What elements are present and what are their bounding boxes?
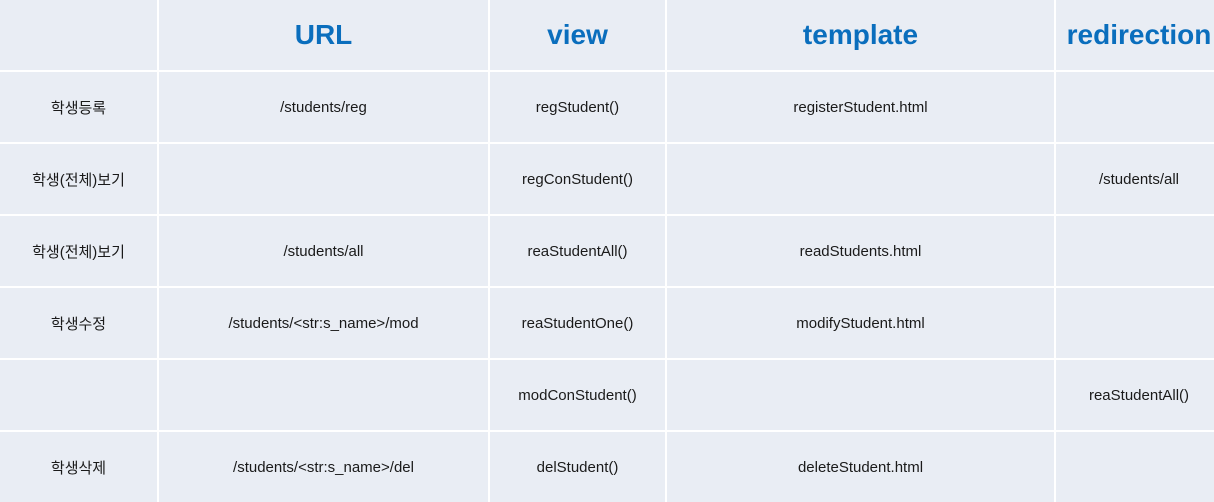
- row-view: regStudent(): [490, 72, 665, 142]
- row-label: [0, 360, 157, 430]
- row-view: reaStudentAll(): [490, 216, 665, 286]
- row-redirection: /students/all: [1056, 144, 1214, 214]
- row-label: 학생삭제: [0, 432, 157, 502]
- row-label: 학생(전체)보기: [0, 144, 157, 214]
- header-redirection: redirection: [1056, 0, 1214, 70]
- row-view: delStudent(): [490, 432, 665, 502]
- row-template: [667, 144, 1054, 214]
- row-template: deleteStudent.html: [667, 432, 1054, 502]
- row-view: reaStudentOne(): [490, 288, 665, 358]
- row-template: [667, 360, 1054, 430]
- row-view: regConStudent(): [490, 144, 665, 214]
- row-url: /students/<str:s_name>/del: [159, 432, 488, 502]
- header-template: template: [667, 0, 1054, 70]
- row-url: [159, 144, 488, 214]
- row-url: /students/reg: [159, 72, 488, 142]
- row-url: [159, 360, 488, 430]
- row-redirection: reaStudentAll(): [1056, 360, 1214, 430]
- row-url: /students/<str:s_name>/mod: [159, 288, 488, 358]
- row-label: 학생(전체)보기: [0, 216, 157, 286]
- row-redirection: [1056, 72, 1214, 142]
- header-blank-cell: [0, 0, 157, 70]
- row-label: 학생등록: [0, 72, 157, 142]
- row-redirection: [1056, 432, 1214, 502]
- row-template: readStudents.html: [667, 216, 1054, 286]
- row-template: modifyStudent.html: [667, 288, 1054, 358]
- row-label: 학생수정: [0, 288, 157, 358]
- row-redirection: [1056, 216, 1214, 286]
- header-view: view: [490, 0, 665, 70]
- row-url: /students/all: [159, 216, 488, 286]
- row-view: modConStudent(): [490, 360, 665, 430]
- header-url: URL: [159, 0, 488, 70]
- row-redirection: [1056, 288, 1214, 358]
- row-template: registerStudent.html: [667, 72, 1054, 142]
